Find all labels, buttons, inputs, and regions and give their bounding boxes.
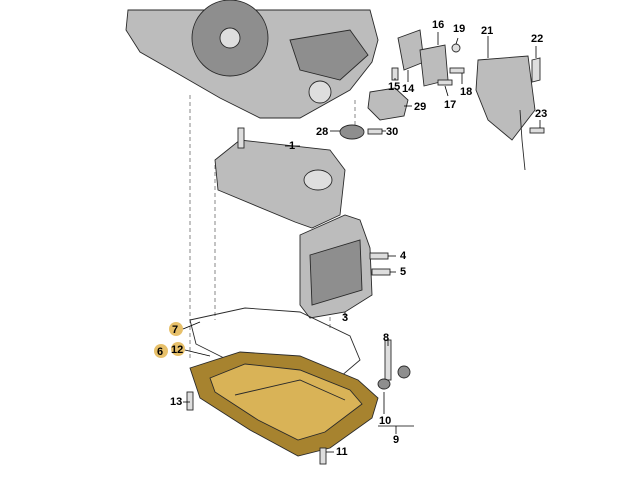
callout-11: 11 bbox=[326, 446, 348, 458]
callout-17: 17 bbox=[444, 85, 456, 111]
callout-3-label: 3 bbox=[342, 312, 348, 324]
callout-3: 3 bbox=[342, 312, 348, 324]
bolt-23-part bbox=[529, 127, 545, 134]
callout-23-label: 23 bbox=[535, 108, 547, 120]
filter-bolt-4-part bbox=[369, 252, 389, 260]
callout-1-label: 1 bbox=[289, 140, 295, 152]
callout-11-label: 11 bbox=[336, 446, 348, 458]
transmission-housing bbox=[125, 0, 379, 119]
oil-pan-ridge bbox=[234, 379, 346, 401]
callout-14: 14 bbox=[402, 70, 415, 95]
housing-flange bbox=[289, 29, 369, 81]
clip-22-part bbox=[531, 57, 541, 83]
callout-4: 4 bbox=[388, 250, 407, 262]
hardware-parts bbox=[186, 29, 545, 465]
callout-14-label: 14 bbox=[402, 83, 415, 95]
housing-port bbox=[308, 80, 332, 104]
callout-30-label: 30 bbox=[386, 126, 398, 138]
pan-bolt-11-part bbox=[319, 447, 327, 465]
callout-12-label: 12 bbox=[171, 344, 183, 356]
bolt-30-part bbox=[367, 128, 383, 135]
valve-body-shape bbox=[214, 139, 346, 229]
callout-16: 16 bbox=[432, 19, 444, 45]
oil-filter bbox=[299, 214, 373, 319]
filter-bolt-5-part bbox=[371, 268, 391, 276]
callout-18-label: 18 bbox=[460, 86, 472, 98]
callout-22: 22 bbox=[531, 33, 543, 58]
washer-19-part bbox=[451, 43, 461, 53]
callout-6-label: 6 bbox=[157, 346, 163, 358]
callout-19-label: 19 bbox=[453, 23, 465, 35]
callout-13: 13 bbox=[170, 396, 190, 408]
oil-pan bbox=[189, 351, 379, 457]
callout-22-label: 22 bbox=[531, 33, 543, 45]
callout-18: 18 bbox=[460, 73, 472, 98]
oil-pan-floor bbox=[209, 363, 363, 441]
callout-15-label: 15 bbox=[388, 81, 400, 93]
cover-21-part bbox=[475, 55, 536, 141]
callout-10-label: 10 bbox=[379, 415, 391, 427]
valve-body bbox=[214, 127, 346, 229]
bolt-17-part bbox=[437, 79, 453, 86]
callout-13-label: 13 bbox=[170, 396, 182, 408]
wire-harness-part bbox=[519, 109, 526, 171]
callout-16-label: 16 bbox=[432, 19, 444, 31]
callout-23: 23 bbox=[535, 108, 547, 128]
sensor-29-part bbox=[367, 87, 409, 121]
valve-body-solenoid bbox=[303, 169, 333, 191]
callout-21-label: 21 bbox=[481, 25, 493, 37]
callout-19: 19 bbox=[453, 23, 465, 45]
callout-7: 7 bbox=[169, 321, 201, 336]
callout-21: 21 bbox=[481, 25, 493, 58]
flywheel-hub bbox=[219, 27, 241, 49]
drain-seal-part bbox=[377, 378, 391, 390]
callout-8: 8 bbox=[383, 332, 389, 346]
callout-28: 28 bbox=[316, 126, 340, 138]
valve-body-stem bbox=[237, 127, 245, 149]
callout-5: 5 bbox=[390, 266, 406, 278]
callouts: 1 3 4 5 6 7 8 9 bbox=[154, 19, 547, 458]
seal-ring-28-part bbox=[339, 124, 365, 140]
callout-1: 1 bbox=[285, 140, 300, 152]
callout-9-label: 9 bbox=[393, 434, 399, 446]
bolt-18-part bbox=[449, 67, 465, 74]
drain-plug-part bbox=[397, 365, 411, 379]
callout-28-label: 28 bbox=[316, 126, 328, 138]
callout-9: 9 bbox=[378, 425, 414, 446]
callout-15: 15 bbox=[388, 78, 400, 93]
callout-30: 30 bbox=[382, 126, 398, 138]
callout-7-label: 7 bbox=[172, 324, 178, 336]
oil-filter-mesh bbox=[309, 239, 363, 306]
callout-10: 10 bbox=[379, 392, 391, 427]
callout-6: 6 bbox=[154, 344, 168, 358]
callout-4-label: 4 bbox=[400, 250, 407, 262]
pan-bolt-13-part bbox=[186, 391, 194, 411]
callout-12: 12 bbox=[171, 342, 211, 357]
callout-8-label: 8 bbox=[383, 332, 389, 344]
callout-29-label: 29 bbox=[414, 101, 426, 113]
callout-17-label: 17 bbox=[444, 99, 456, 111]
callout-5-label: 5 bbox=[400, 266, 406, 278]
callout-29: 29 bbox=[404, 101, 426, 113]
